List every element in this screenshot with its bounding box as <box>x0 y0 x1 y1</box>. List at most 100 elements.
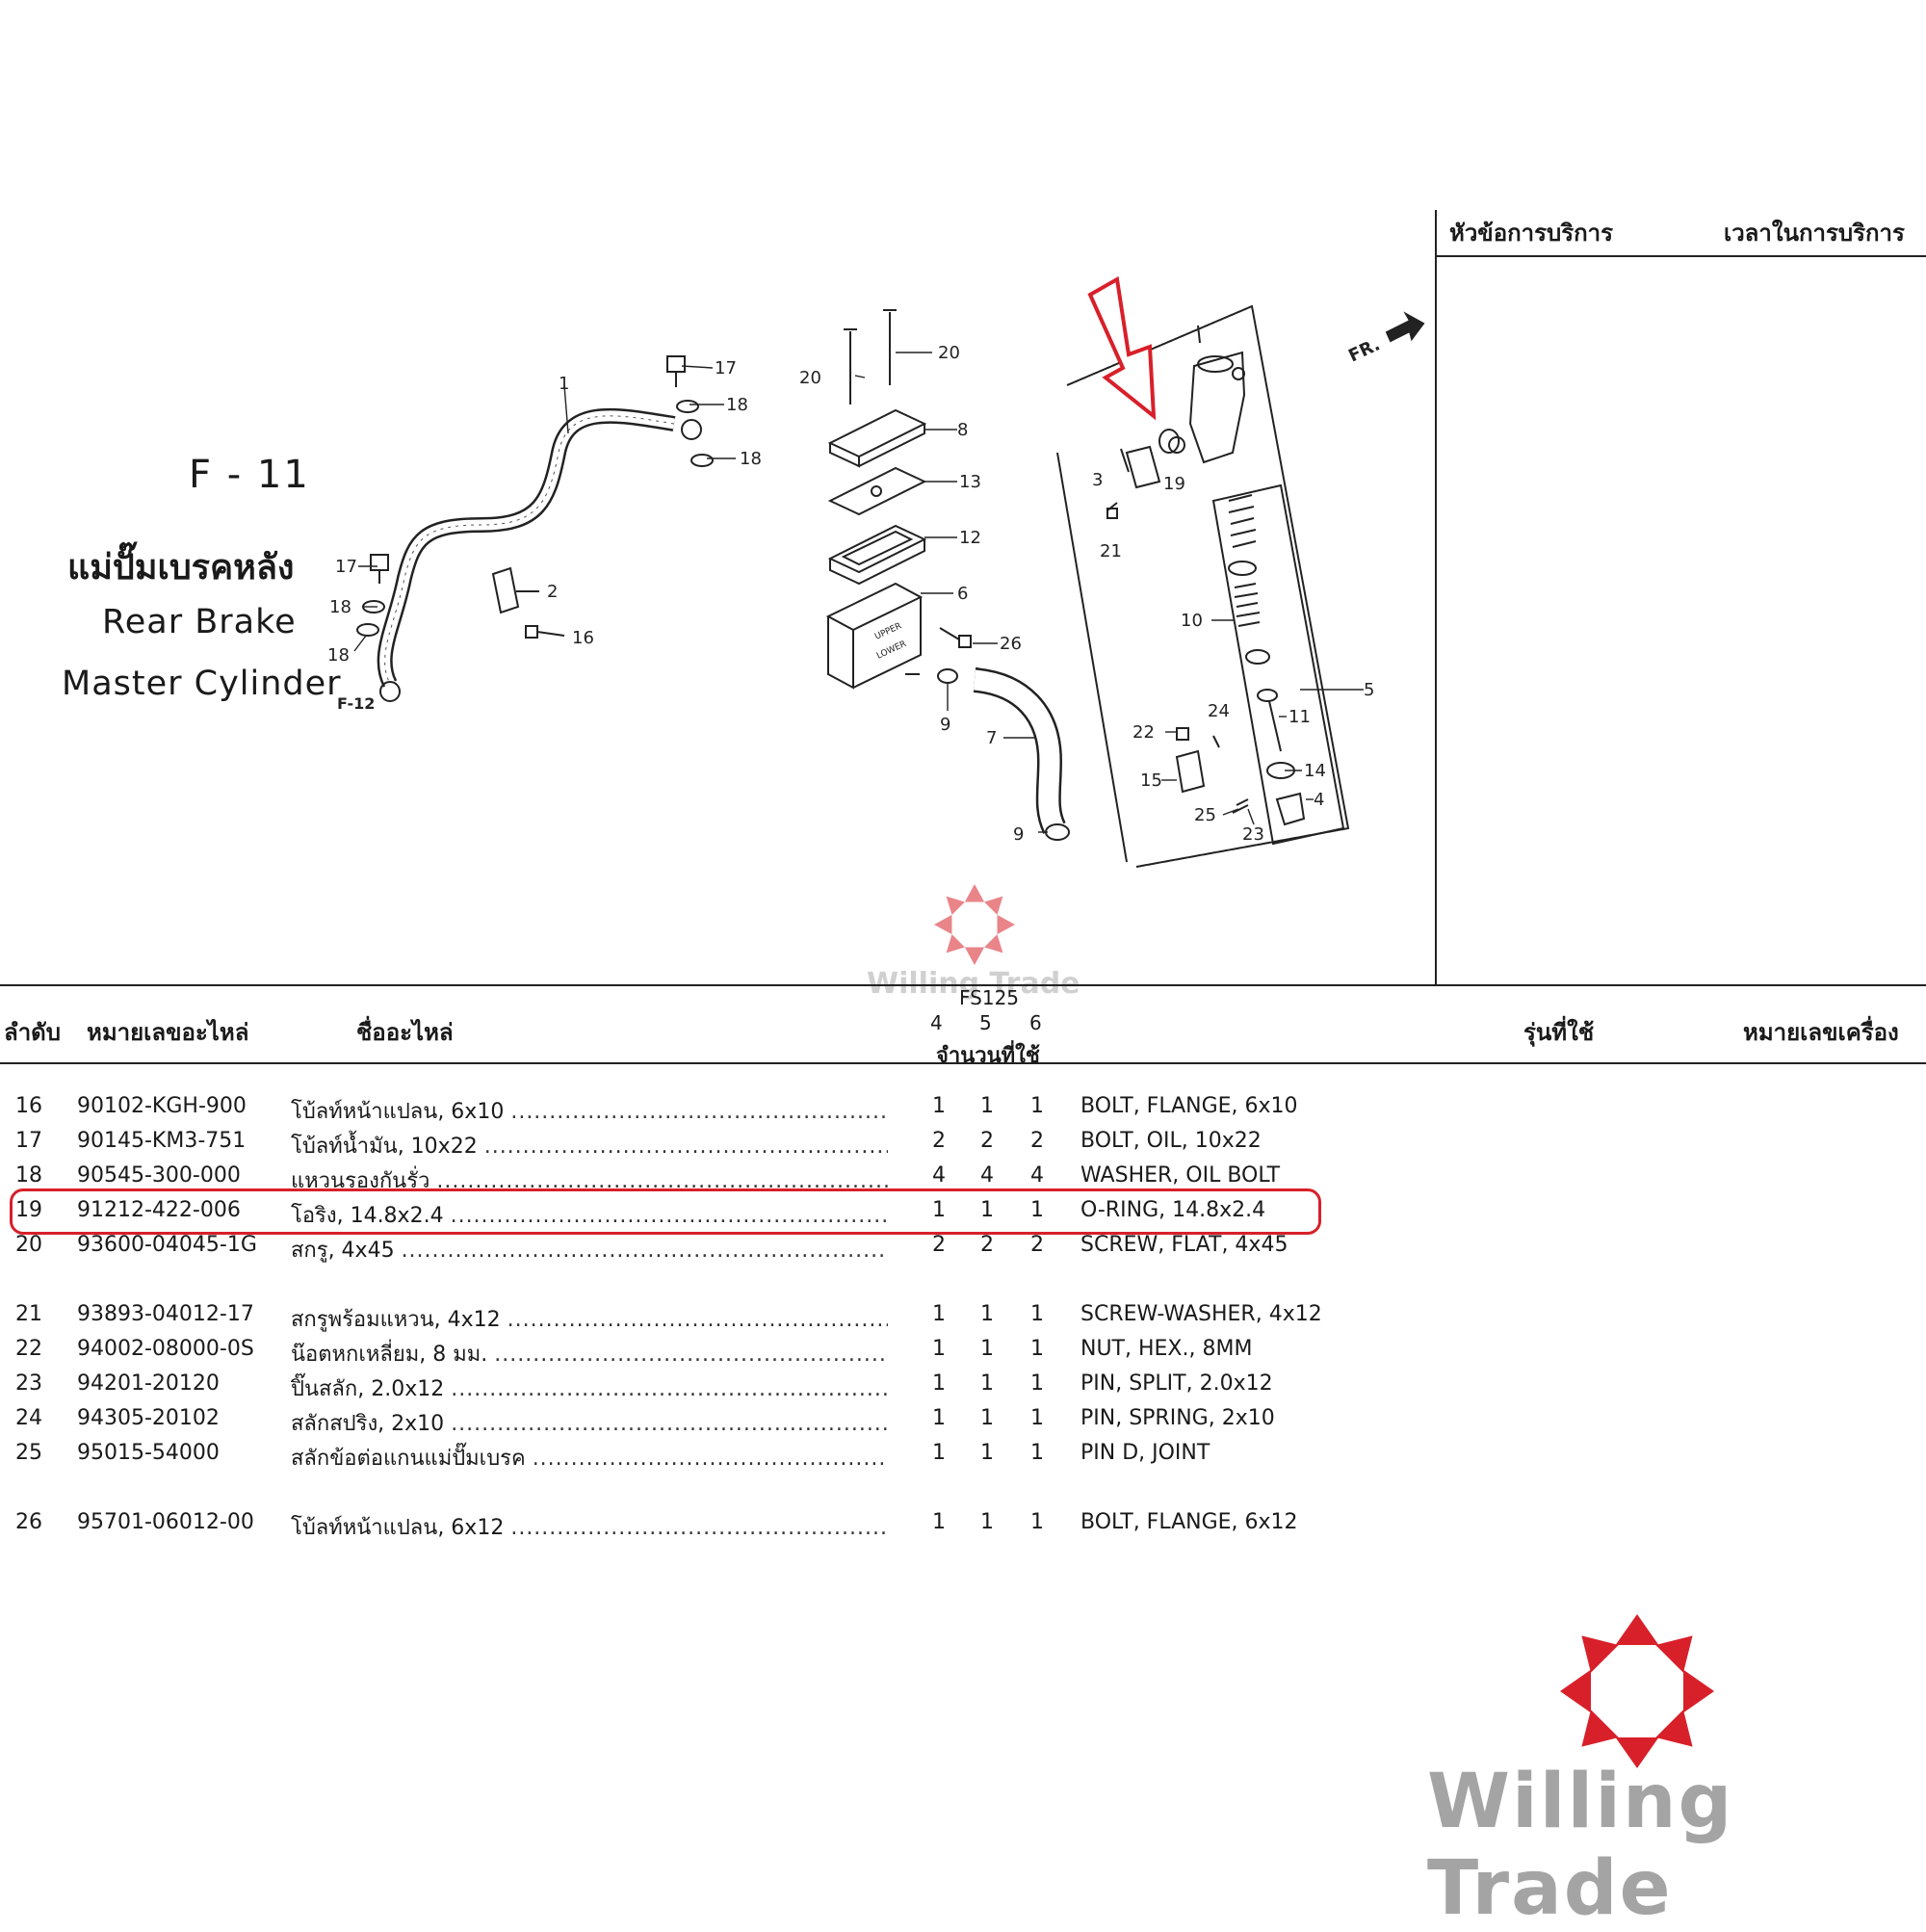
part-name-thai-cell: สลักสปริง, 2x10 ........................… <box>291 1406 888 1440</box>
part-name-thai: สลักสปริง, 2x10 <box>291 1412 445 1436</box>
title-english-line2: Master Cylinder <box>62 665 342 703</box>
part-name-english: SCREW-WASHER, 4x12 <box>1080 1302 1322 1326</box>
table-top-rule <box>0 984 1926 986</box>
row-number: 22 <box>15 1337 42 1361</box>
title-thai: แม่ปั๊มเบรคหลัง <box>67 548 295 587</box>
part-name-thai-cell: สกรูพร้อมแหวน, 4x12 ....................… <box>291 1302 888 1336</box>
row-number: 21 <box>15 1302 42 1326</box>
callout-15: 15 <box>1140 770 1162 791</box>
qty-model-4: 1 <box>932 1510 946 1534</box>
leader-dots: ........................................… <box>401 1239 888 1263</box>
callout-18-top: 18 <box>726 395 748 415</box>
hose-clamp-bracket <box>491 566 565 639</box>
service-box-divider-vertical <box>1435 210 1437 985</box>
qty-model-6: 2 <box>1030 1129 1044 1153</box>
qty-model-4: 1 <box>932 1198 946 1222</box>
row-number: 24 <box>15 1406 42 1430</box>
col-header-qty-5: 5 <box>979 1011 992 1034</box>
master-cylinder-assembly <box>1056 304 1350 868</box>
leader-dots: ........................................… <box>510 1100 888 1124</box>
row-number: 23 <box>15 1371 42 1396</box>
highlight-arrow <box>1087 275 1157 421</box>
col-header-model: FS125 <box>959 986 1020 1009</box>
callout-11: 11 <box>1288 707 1311 727</box>
qty-model-4: 2 <box>932 1129 946 1153</box>
part-name-thai-cell: โบ้ลท์น้ำมัน, 10x22 ....................… <box>291 1129 888 1162</box>
figure-code: F - 11 <box>189 453 310 497</box>
banjo-bolt-top <box>666 355 714 467</box>
part-name-thai-cell: สกรู, 4x45 .............................… <box>291 1233 888 1266</box>
brake-hose <box>377 407 702 702</box>
fluid-reservoir: UPPER LOWER <box>825 582 924 690</box>
leader-dots: ........................................… <box>510 1516 888 1540</box>
reservoir-lower-label: LOWER <box>875 640 908 662</box>
qty-model-4: 1 <box>932 1406 946 1430</box>
qty-model-5: 2 <box>980 1129 994 1153</box>
qty-model-4: 2 <box>932 1233 946 1257</box>
part-number: 90102-KGH-900 <box>77 1094 247 1118</box>
title-english-line1: Rear Brake <box>102 603 297 641</box>
table-header-rule <box>0 1062 1926 1064</box>
qty-model-6: 4 <box>1030 1163 1044 1188</box>
part-name-english: SCREW, FLAT, 4x45 <box>1080 1233 1288 1257</box>
row-number: 25 <box>15 1441 42 1465</box>
callout-24: 24 <box>1208 701 1230 721</box>
leader-dots: ........................................… <box>532 1447 888 1471</box>
callout-9-bottom: 9 <box>1013 824 1024 845</box>
service-box-divider-horizontal <box>1435 255 1926 257</box>
part-name-thai: โบ้ลท์หน้าแปลน, 6x12 <box>291 1516 505 1540</box>
reference-f12: F-12 <box>337 694 375 713</box>
flange-bolt-26 <box>939 627 972 648</box>
callout-leaders <box>353 352 1364 833</box>
part-name-english: O-RING, 14.8x2.4 <box>1080 1198 1266 1222</box>
row-number: 16 <box>15 1094 42 1118</box>
part-name-thai-cell: ปิ๊นสลัก, 2.0x12 .......................… <box>291 1371 888 1405</box>
part-name-thai-cell: โบ้ลท์หน้าแปลน, 6x10 ...................… <box>291 1094 888 1128</box>
part-number: 93600-04045-1G <box>77 1233 257 1257</box>
part-name-english: PIN, SPRING, 2x10 <box>1080 1406 1275 1430</box>
callout-20-left: 20 <box>799 368 821 388</box>
reservoir-hose <box>937 667 1070 841</box>
callout-3: 3 <box>1092 470 1103 490</box>
qty-model-6: 1 <box>1030 1510 1044 1534</box>
callout-10: 10 <box>1181 611 1203 631</box>
col-header-part-number: หมายเลขอะไหล่ <box>87 1019 249 1046</box>
row-number: 26 <box>15 1510 42 1534</box>
row-number: 19 <box>15 1198 42 1222</box>
parts-diagram: UPPER LOWER <box>327 275 1425 868</box>
callout-14: 14 <box>1304 761 1326 781</box>
qty-model-5: 1 <box>980 1198 994 1222</box>
part-name-english: NUT, HEX., 8MM <box>1080 1337 1253 1361</box>
service-topic-header: หัวข้อการบริการ <box>1449 220 1614 247</box>
callout-6: 6 <box>957 584 968 604</box>
callout-12: 12 <box>959 528 981 548</box>
part-name-thai: โบ้ลท์น้ำมัน, 10x22 <box>291 1135 478 1159</box>
row-number: 17 <box>15 1129 42 1153</box>
part-name-thai-cell: โอริง, 14.8x2.4 ........................… <box>291 1198 888 1232</box>
qty-model-5: 1 <box>980 1302 994 1326</box>
part-name-thai: สกรูพร้อมแหวน, 4x12 <box>291 1308 501 1332</box>
qty-model-4: 1 <box>932 1337 946 1361</box>
callout-17-bottom: 17 <box>335 557 357 577</box>
watermark-logo <box>934 884 1015 965</box>
callout-17-top: 17 <box>715 358 737 379</box>
callout-8: 8 <box>957 420 968 440</box>
row-number: 20 <box>15 1233 42 1257</box>
part-number: 95015-54000 <box>77 1441 220 1465</box>
qty-model-6: 1 <box>1030 1198 1044 1222</box>
callout-1: 1 <box>559 374 569 394</box>
callout-18-lowest: 18 <box>327 645 350 666</box>
service-time-header: เวลาในการบริการ <box>1724 220 1905 247</box>
part-name-thai-cell: สลักข้อต่อแกนแม่ปั๊มเบรค ...............… <box>291 1441 888 1475</box>
callout-18-bottom: 18 <box>329 597 351 617</box>
qty-model-4: 1 <box>932 1441 946 1465</box>
part-number: 90545-300-000 <box>77 1163 241 1188</box>
callout-23: 23 <box>1242 824 1264 845</box>
col-header-qty-6: 6 <box>1029 1011 1042 1034</box>
qty-model-5: 2 <box>980 1233 994 1257</box>
qty-model-5: 1 <box>980 1371 994 1396</box>
